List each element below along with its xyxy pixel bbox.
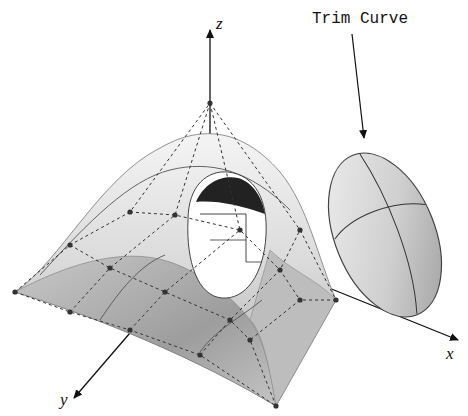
callout-label: Trim Curve (312, 10, 408, 28)
axis-label: z (216, 14, 223, 34)
axis-label: x (446, 344, 454, 364)
axis-label: y (60, 390, 68, 410)
